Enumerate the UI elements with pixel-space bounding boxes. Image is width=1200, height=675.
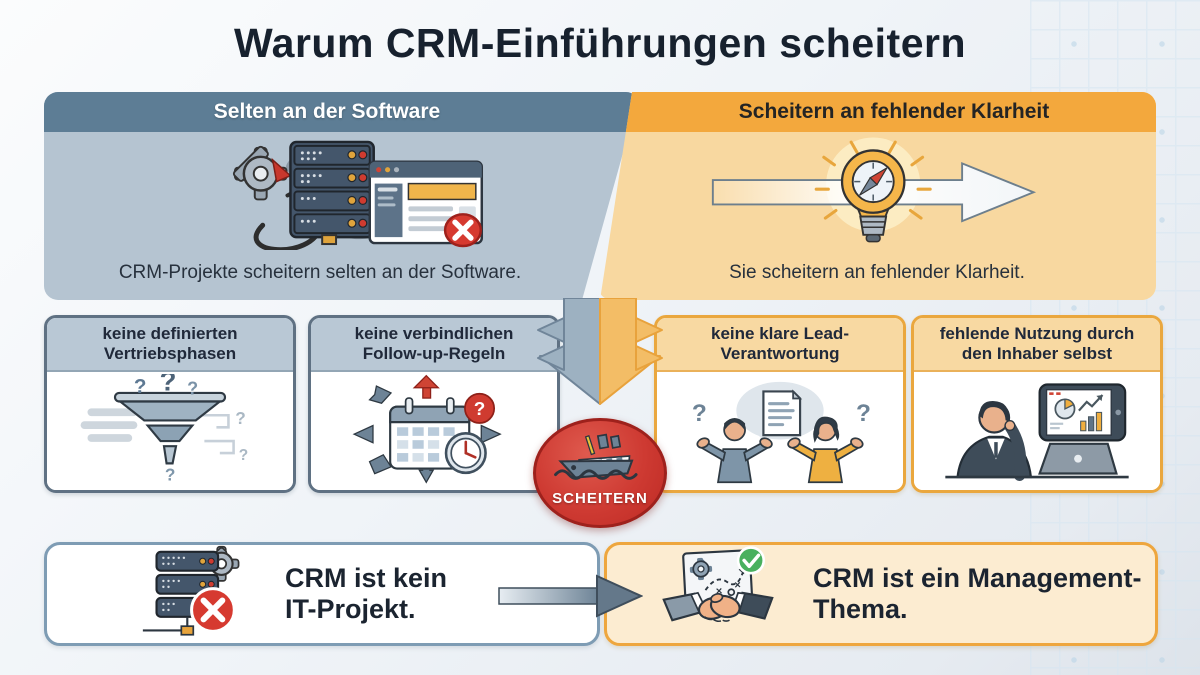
cause-title: keine klare Lead-Verantwortung — [657, 318, 903, 372]
business-owner-figure — [956, 400, 1033, 481]
panel-software: Selten an der Software — [44, 92, 640, 300]
cause-box-follow-up: keine verbindlichen Follow-up-Regeln — [308, 315, 560, 493]
laptop-icon — [1038, 442, 1118, 475]
cause-title: keine verbindlichen Follow-up-Regeln — [311, 318, 557, 372]
cause-title: fehlende Nutzung durch den Inhaber selbs… — [914, 318, 1160, 372]
svg-text:?: ? — [165, 464, 176, 483]
svg-text:?: ? — [235, 407, 246, 427]
gear-icon — [233, 145, 291, 199]
owner-laptop-icon — [924, 374, 1150, 489]
cause-title: keine definierten Vertriebsphasen — [47, 318, 293, 372]
svg-text:×: × — [734, 579, 742, 591]
svg-text:?: ? — [474, 399, 486, 420]
shrugging-people-icon: ? ? — [667, 374, 893, 489]
server-rack-icon — [290, 141, 373, 243]
strategy-gear-icon — [689, 557, 713, 580]
cause-art — [914, 372, 1160, 490]
cause-box-lead-verantwortung: keine klare Lead-Verantwortung — [654, 315, 906, 493]
converging-arrows — [537, 298, 663, 405]
panel-clarity-art — [600, 136, 1156, 255]
lightbulb-compass-arrow-icon — [657, 136, 1097, 255]
panel-software-header: Selten an der Software — [44, 92, 640, 132]
svg-text:×: × — [716, 585, 724, 597]
statement-negative-text: CRM ist kein IT-Projekt. — [285, 562, 448, 624]
svg-text:?: ? — [134, 374, 147, 397]
panel-clarity: Scheitern an fehlender Klarheit — [600, 92, 1156, 300]
statement-positive-text: CRM ist ein Management-Thema. — [813, 562, 1142, 624]
sales-funnel-icon: ? ? ? ? ? ? — [64, 365, 276, 489]
transition-arrow — [498, 574, 643, 618]
svg-text:?: ? — [239, 446, 248, 463]
cause-art: ? ? — [657, 372, 903, 490]
handshake-hands — [662, 591, 774, 622]
panel-clarity-header: Scheitern an fehlender Klarheit — [600, 92, 1156, 132]
svg-text:?: ? — [856, 400, 871, 427]
svg-text:?: ? — [160, 374, 177, 396]
statement-management-topic: × × CR — [604, 542, 1158, 646]
cause-art: ? — [311, 372, 557, 490]
cause-art: ? ? ? ? ? ? — [47, 365, 293, 490]
panel-clarity-caption: Sie scheitern an fehlender Klarheit. — [729, 262, 1025, 283]
svg-text:?: ? — [692, 400, 707, 427]
calendar-clock-icon: ? — [329, 374, 539, 489]
page-title: Warum CRM-Einführungen scheitern — [234, 20, 966, 66]
cause-box-inhaber-nutzung: fehlende Nutzung durch den Inhaber selbs… — [911, 315, 1163, 493]
panel-software-caption: CRM-Projekte scheitern selten an der Sof… — [118, 262, 522, 283]
handshake-check-icon: × × — [655, 545, 781, 644]
failure-label: SCHEITERN — [552, 490, 648, 507]
panel-software-art — [44, 136, 680, 254]
server-error-icon — [127, 545, 257, 644]
error-x-icon — [445, 214, 481, 246]
failure-badge: SCHEITERN — [533, 418, 667, 528]
sinking-ship-icon — [552, 431, 648, 488]
cause-box-vertriebsphasen: keine definierten Vertriebsphasen ? ? — [44, 315, 296, 493]
dashboard-tablet-icon — [1038, 382, 1127, 441]
tangled-server-browser-icon — [192, 136, 492, 255]
svg-text:?: ? — [187, 378, 198, 398]
